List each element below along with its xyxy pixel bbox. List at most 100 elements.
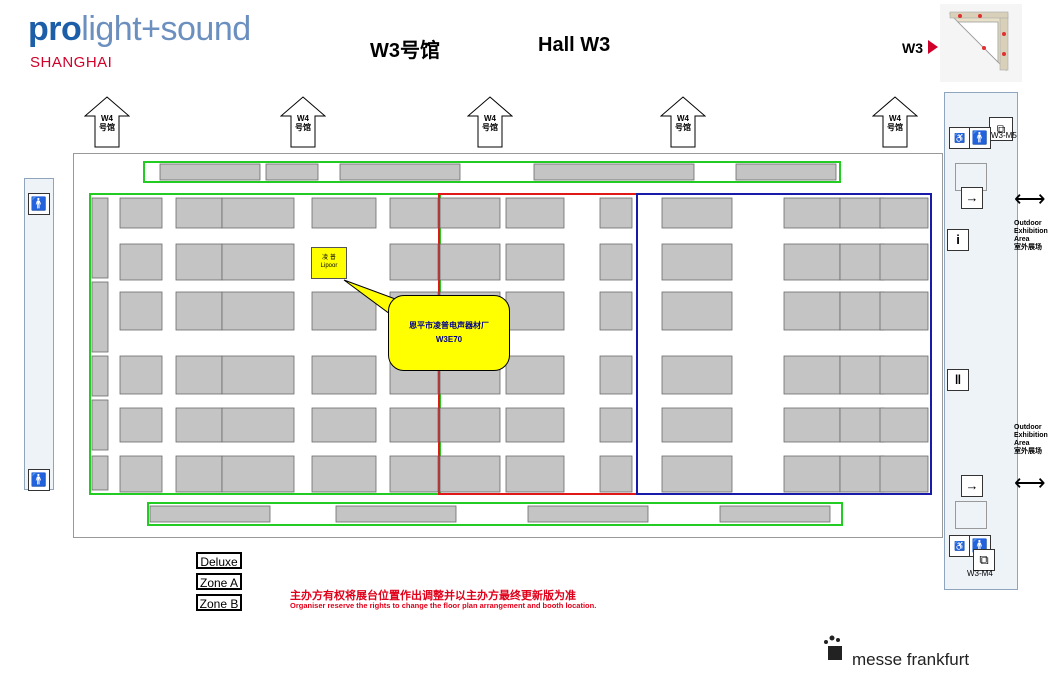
booth[interactable] [311,355,377,395]
booth[interactable] [661,455,733,493]
booth[interactable] [879,407,929,443]
booth[interactable] [311,455,377,493]
booth[interactable] [175,455,223,493]
booth[interactable] [661,243,733,281]
booth[interactable] [119,407,163,443]
booth[interactable] [175,291,223,331]
site-minimap [940,4,1022,82]
perimeter-booth[interactable] [335,505,457,523]
booth[interactable] [599,291,633,331]
perimeter-booth[interactable] [265,163,319,181]
booth[interactable] [783,355,841,395]
booth[interactable] [221,243,295,281]
notice-en: Organiser reserve the rights to change t… [290,601,597,610]
perimeter-booth[interactable] [719,505,831,523]
booth[interactable] [839,355,885,395]
booth[interactable] [221,355,295,395]
booth[interactable] [311,291,377,331]
booth[interactable] [439,197,501,229]
booth[interactable] [311,407,377,443]
mezzanine-label-bottom: W3-M4 [967,569,993,578]
booth[interactable] [505,355,565,395]
booth[interactable] [91,399,109,451]
booth[interactable] [879,197,929,229]
booth[interactable] [505,455,565,493]
perimeter-booth[interactable] [735,163,837,181]
booth[interactable] [879,243,929,281]
booth[interactable] [505,197,565,229]
booth[interactable] [879,455,929,493]
booth[interactable] [783,197,841,229]
booth[interactable] [505,407,565,443]
booth[interactable] [91,355,109,397]
booth[interactable] [119,291,163,331]
booth[interactable] [439,243,501,281]
booth[interactable] [175,197,223,229]
entrance-sub: 号馆 [295,123,311,132]
zone-b-top-strip [143,161,841,183]
stairs-bottom [955,501,987,529]
booth[interactable] [879,355,929,395]
booth[interactable] [839,407,885,443]
booth[interactable] [661,197,733,229]
booth[interactable] [221,407,295,443]
outdoor-line: Outdoor [1014,220,1042,227]
booth[interactable] [599,355,633,395]
booth[interactable] [783,407,841,443]
booth[interactable] [783,455,841,493]
booth[interactable] [221,197,295,229]
booth[interactable] [91,281,109,353]
perimeter-booth[interactable] [159,163,261,181]
booth[interactable] [839,243,885,281]
highlight-booth[interactable]: 凌 普 Lipoor [311,247,347,279]
booth[interactable] [311,197,377,229]
perimeter-booth[interactable] [149,505,271,523]
booth[interactable] [389,407,439,443]
booth[interactable] [389,243,439,281]
booth[interactable] [175,355,223,395]
booth[interactable] [599,455,633,493]
entrance-label: W4 [484,114,496,123]
perimeter-booth[interactable] [339,163,461,181]
booth[interactable] [661,355,733,395]
booth[interactable] [839,291,885,331]
booth[interactable] [839,455,885,493]
legend-zone-a: Zone A [196,573,242,590]
booth[interactable] [91,455,109,491]
booth[interactable] [505,291,565,331]
booth[interactable] [119,197,163,229]
booth[interactable] [221,291,295,331]
booth[interactable] [439,407,501,443]
outdoor-line: 室外展场 [1014,448,1042,455]
accessible-toilet-icon: ♿ [949,127,971,149]
booth[interactable] [389,455,439,493]
callout-company: 恩平市凌普电声器材厂 [409,321,489,330]
booth[interactable] [661,291,733,331]
double-arrow-icon: ⟷ [1014,186,1046,211]
booth[interactable] [599,197,633,229]
booth[interactable] [175,407,223,443]
booth[interactable] [879,291,929,331]
messe-frankfurt-brand: messe frankfurt [852,650,970,669]
booth[interactable] [839,197,885,229]
booth[interactable] [119,243,163,281]
booth[interactable] [599,243,633,281]
booth[interactable] [505,243,565,281]
booth[interactable] [221,455,295,493]
booth[interactable] [175,243,223,281]
booth[interactable] [119,455,163,493]
accessible-toilet-icon: ♿ [949,535,971,557]
perimeter-booth[interactable] [527,505,649,523]
booth[interactable] [661,407,733,443]
booth[interactable] [119,355,163,395]
booth[interactable] [439,455,501,493]
perimeter-booth[interactable] [533,163,695,181]
booth[interactable] [389,197,439,229]
booth[interactable] [599,407,633,443]
booth[interactable] [783,291,841,331]
booth[interactable] [91,197,109,279]
up-arrow-icon [83,96,131,148]
booth[interactable] [783,243,841,281]
